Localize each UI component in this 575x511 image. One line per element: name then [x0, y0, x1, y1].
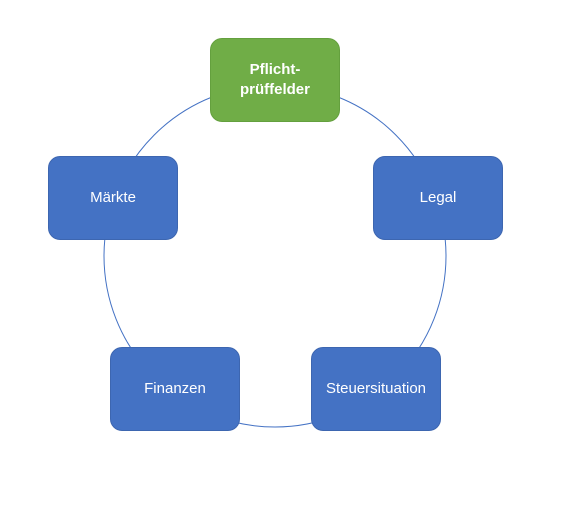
- node-legal-label: Legal: [419, 189, 457, 206]
- node-finanzen-label: Finanzen: [144, 380, 206, 397]
- node-legal[interactable]: Legal: [373, 156, 503, 240]
- node-pflichtprueffelder-label: Pflicht- prüffelder: [239, 61, 310, 98]
- node-finanzen[interactable]: Finanzen: [110, 347, 240, 431]
- node-maerkte-label: Märkte: [90, 189, 136, 206]
- node-maerkte[interactable]: Märkte: [48, 156, 178, 240]
- node-steuersituation[interactable]: Steuersituation: [311, 347, 441, 431]
- node-pflichtprueffelder[interactable]: Pflicht- prüffelder: [210, 38, 340, 122]
- node-steuersituation-label: Steuersituation: [325, 380, 427, 397]
